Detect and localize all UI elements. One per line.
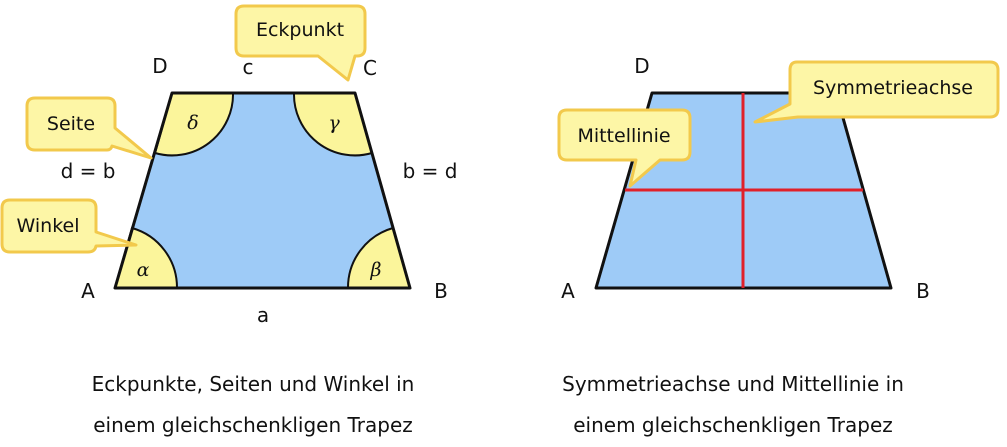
bubble-side-text: Seite [47,113,95,135]
vertex-d-label: D [152,54,167,78]
angle-gamma-sector [292,92,374,157]
right-diagram: A B D Symmetrieachse Mittellinie Symmetr… [557,54,1000,437]
right-vertex-b-label: B [916,279,930,303]
angle-beta-label: β [370,259,382,281]
angle-gamma-label: γ [328,112,340,134]
vertex-a-label: A [81,279,95,303]
bubble-corner: Eckpunkt [234,4,367,82]
left-trapezoid-outline [113,91,412,290]
bubble-symmetry-axis-text: Symmetrieachse [813,77,973,99]
right-caption-line1: Symmetrieachse und Mittellinie in [562,372,904,396]
bubble-angle: Winkel [0,198,138,254]
side-left-label: d = b [61,159,116,183]
angle-alpha-label: α [137,259,150,281]
bubble-midline: Mittellinie [557,108,692,188]
left-diagram: α β δ γ A B C D a c d = b b = d Eckpunkt… [0,4,458,437]
vertex-b-label: B [434,279,448,303]
angle-delta-label: δ [187,112,198,134]
left-caption-line2: einem gleichschenkligen Trapez [93,413,413,437]
right-caption-line2: einem gleichschenkligen Trapez [573,413,893,437]
right-vertex-a-label: A [561,279,575,303]
bubble-angle-text: Winkel [17,215,80,237]
left-caption-line1: Eckpunkte, Seiten und Winkel in [92,372,415,396]
bubble-side: Seite [25,96,153,160]
bubble-midline-text: Mittellinie [577,125,670,147]
side-a-label: a [257,303,269,327]
side-right-label: b = d [403,159,458,183]
bubble-symmetry-axis: Symmetrieachse [753,60,1000,124]
bubble-corner-text: Eckpunkt [256,19,344,41]
right-vertex-d-label: D [634,54,649,78]
vertex-c-label: C [363,56,377,80]
side-c-label: c [243,55,254,79]
angle-beta-sector [346,226,412,289]
angle-delta-sector [153,92,235,157]
